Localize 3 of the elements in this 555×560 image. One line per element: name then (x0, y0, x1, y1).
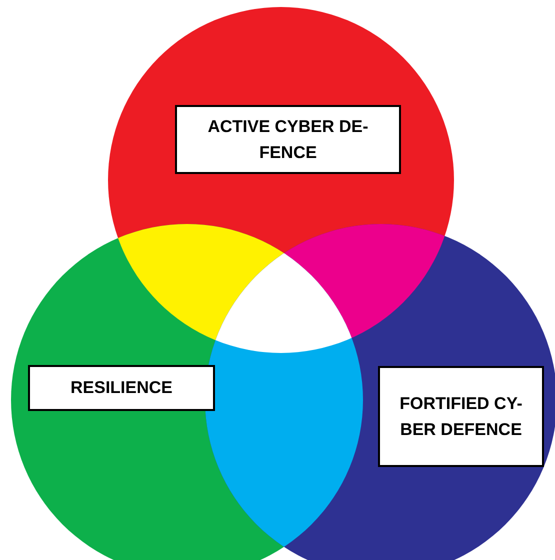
set-label: FORTIFIED CY- BER DEFENCE (378, 366, 544, 467)
set-label: ACTIVE CYBER DE- FENCE (175, 105, 401, 174)
set-label: RESILIENCE (28, 365, 215, 411)
